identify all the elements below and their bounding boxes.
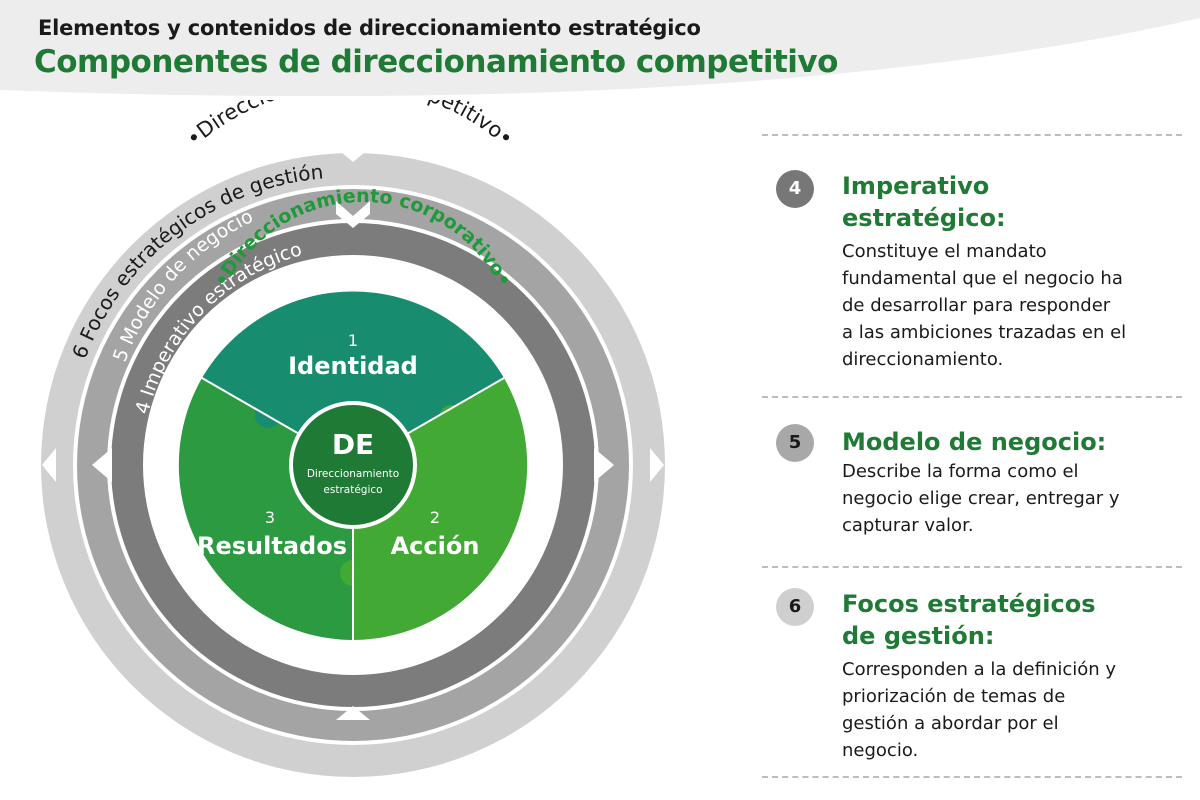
item-focos-title: Focos estratégicos de gestión: — [842, 588, 1182, 652]
segment-accion-label: Acción — [391, 532, 480, 560]
header-banner: Elementos y contenidos de direccionamien… — [0, 0, 1200, 108]
segment-identidad-label: Identidad — [288, 352, 418, 380]
item-imperativo-text: Constituye el mandato fundamental que el… — [842, 238, 1182, 373]
text-line: gestión a abordar por el — [842, 713, 1059, 734]
inner-chevron-bottom — [336, 706, 370, 720]
segment-identidad-number: 1 — [348, 331, 358, 350]
text-line: Corresponden a la definición y — [842, 659, 1117, 680]
inner-chevron-top — [336, 201, 370, 228]
text-line: negocio. — [842, 740, 919, 761]
item-focos-title-1: Focos estratégicos — [842, 590, 1096, 618]
text-line: fundamental que el negocio ha — [842, 268, 1123, 289]
divider — [762, 776, 1182, 778]
inner-chevron-right — [594, 448, 614, 482]
item-focos-text: Corresponden a la definición y priorizac… — [842, 656, 1182, 764]
item-imperativo-title: Imperativo estratégico: — [842, 170, 1182, 234]
center-label-line1: Direccionamiento — [307, 468, 399, 480]
page-subtitle: Elementos y contenidos de direccionamien… — [38, 16, 701, 40]
text-line: priorización de temas de — [842, 686, 1066, 707]
page-title: Componentes de direccionamiento competit… — [34, 44, 838, 80]
segment-accion-number: 2 — [430, 508, 440, 527]
text-line: de desarrollar para responder — [842, 295, 1111, 316]
center-label-line2: estratégico — [323, 484, 382, 496]
divider — [762, 134, 1182, 136]
item-modelo-badge: 5 — [776, 424, 814, 462]
segment-resultados-label: Resultados — [197, 532, 347, 560]
item-focos-title-2: de gestión: — [842, 622, 995, 650]
strategic-direction-diagram: DE Direccionamiento estratégico 1 Identi… — [41, 100, 665, 795]
ring-chevron-right — [650, 448, 664, 482]
divider — [762, 566, 1182, 568]
text-line: capturar valor. — [842, 515, 974, 536]
center-abbr: DE — [332, 428, 374, 461]
segment-resultados-number: 3 — [265, 508, 275, 527]
ring-chevron-top — [336, 135, 370, 162]
center-circle — [289, 401, 417, 529]
segment-identidad-shape — [202, 291, 504, 465]
text-line: Describe la forma como el — [842, 461, 1079, 482]
ring-chevron-bottom — [336, 780, 370, 795]
ring-chevron-left — [42, 448, 56, 482]
text-line: a las ambiciones trazadas en el — [842, 322, 1127, 343]
text-line: direccionamiento. — [842, 349, 1004, 370]
item-modelo-text: Describe la forma como el negocio elige … — [842, 458, 1182, 539]
item-imperativo-badge: 4 — [776, 170, 814, 208]
item-modelo-title: Modelo de negocio: — [842, 428, 1107, 456]
divider — [762, 396, 1182, 398]
item-focos-badge: 6 — [776, 588, 814, 626]
inner-chevron-left — [92, 448, 112, 482]
text-line: Constituye el mandato — [842, 241, 1047, 262]
ring-label-competitivo: •Direccionamiento competitivo• — [182, 100, 518, 151]
item-imperativo-title-1: Imperativo — [842, 172, 990, 200]
text-line: negocio elige crear, entregar y — [842, 488, 1120, 509]
item-imperativo-title-2: estratégico: — [842, 204, 1006, 232]
header-background — [0, 0, 1200, 97]
